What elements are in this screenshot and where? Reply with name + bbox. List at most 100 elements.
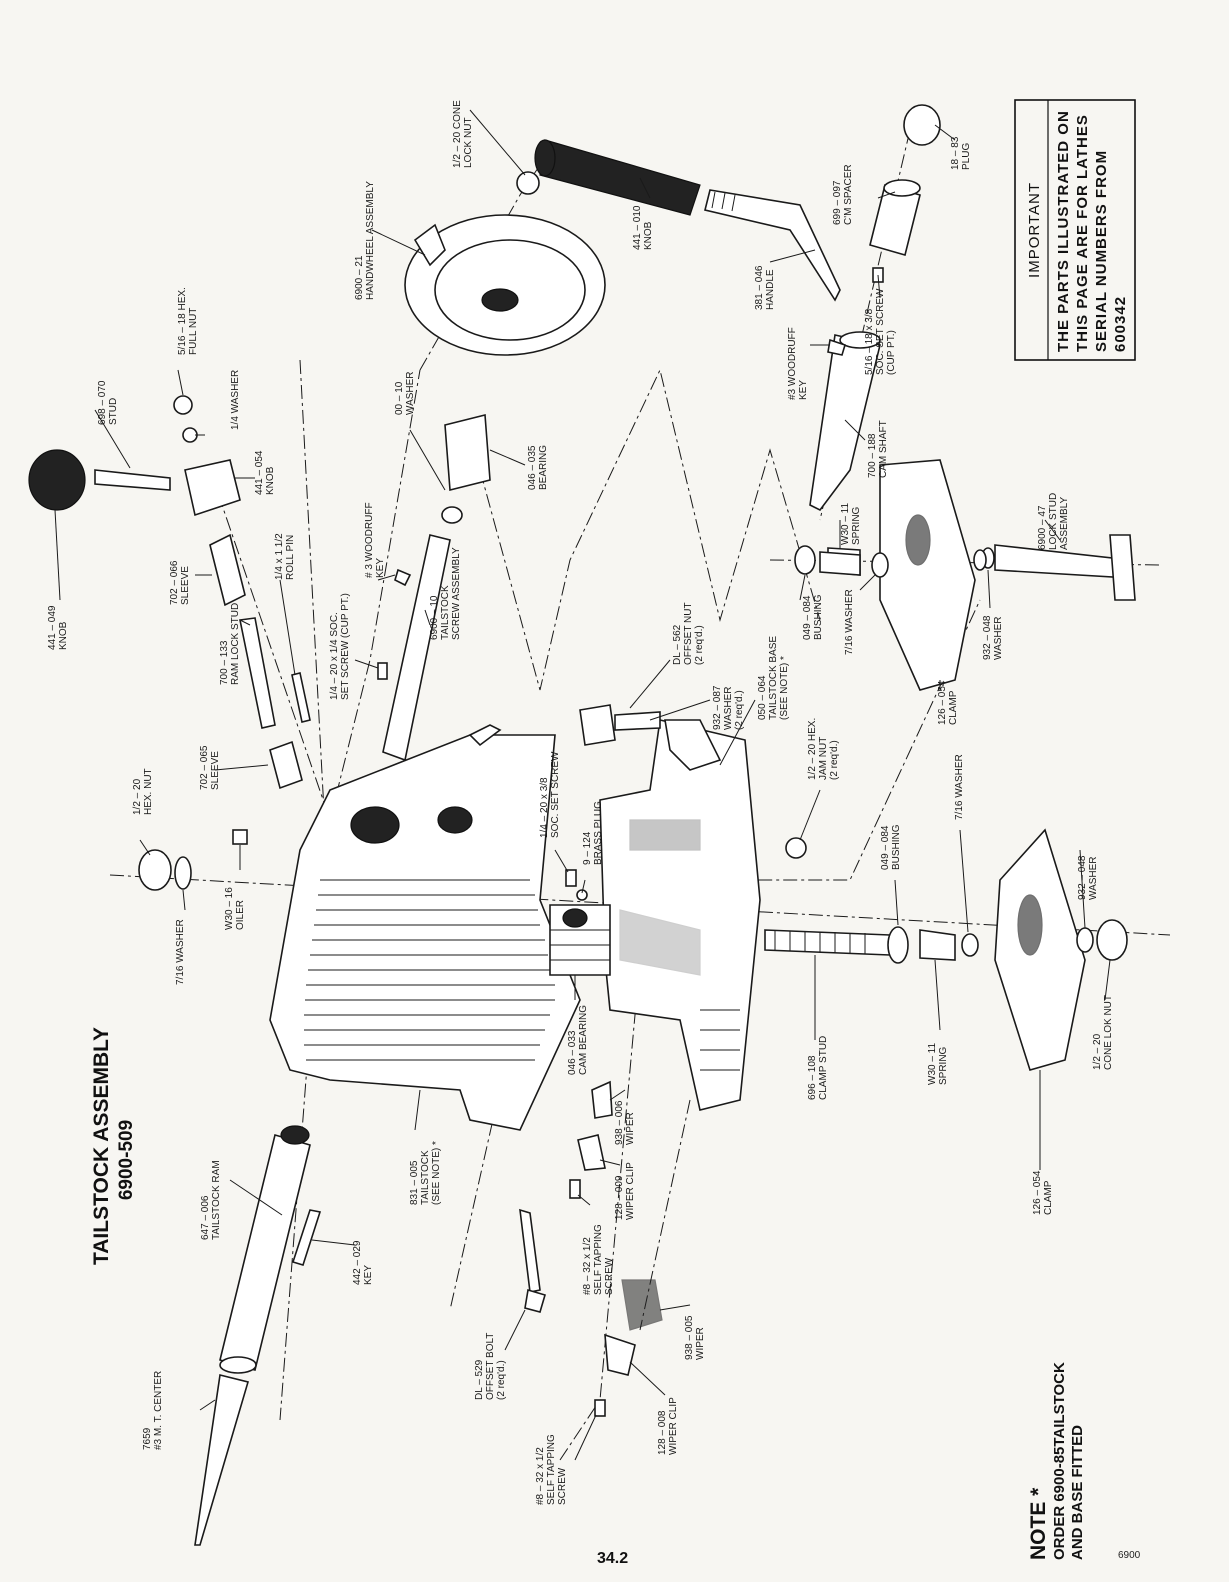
center-7659 (194, 1374, 250, 1546)
title-line-1: TAILSTOCK ASSEMBLY (90, 1027, 113, 1265)
callout-00-10: 00 – 10WASHER (394, 371, 416, 415)
sleeve-702-065 (269, 740, 303, 790)
callout-698-070: 698 – 070STUD (97, 380, 119, 425)
soc-set-screw-1-4-20 (565, 869, 577, 887)
important-line-4: 600342 (1112, 296, 1129, 352)
callout-381-046: 381 – 046HANDLE (754, 265, 776, 310)
callout-6900-21: 6900 – 21HANDWHEEL ASSEMBLY (354, 181, 376, 300)
key-442-029 (291, 1209, 322, 1266)
callout-9-124: 9 – 124BRASS PLUG (582, 801, 604, 865)
important-heading: IMPORTANT (1026, 182, 1043, 278)
callout-046-033: 046 – 033CAM BEARING (567, 1005, 589, 1075)
footer-code: 6900 (1118, 1550, 1141, 1561)
callout-126-054-upper: 126 – 054CLAMP (937, 680, 959, 725)
tailstock-ram-647-006 (219, 1125, 311, 1374)
jam-nut (785, 837, 807, 859)
oiler-w30-16 (232, 829, 248, 845)
callout-932-048-lower: 932 – 048WASHER (1077, 855, 1099, 900)
spring-w30-11-lower (919, 929, 956, 961)
clamp-126-054-lower (994, 828, 1086, 1071)
clamp-126-054-upper (879, 459, 976, 691)
callout-046-035: 046 – 035BEARING (527, 445, 549, 490)
callout-w30-16: W30 – 16OILER (224, 887, 246, 930)
callout-049-084-lower: 049 – 084BUSHING (880, 824, 902, 870)
callout-7-16-washer-c: 7/16 WASHER (175, 919, 186, 985)
sleeve-702-066 (209, 533, 246, 607)
callout-050-064: 050 – 064TAILSTOCK BASE(SEE NOTE) * (757, 636, 790, 720)
important-line-3: SERIAL NUMBERS FROM (1093, 150, 1110, 352)
woodruff-key-a (827, 338, 846, 356)
important-box-frame (1014, 99, 1136, 361)
callout-700-133: 700 – 133RAM LOCK STUD (219, 603, 241, 685)
page-number: 34.2 (597, 1550, 628, 1567)
callout-647-006: 647 – 006TAILSTOCK RAM (200, 1160, 222, 1240)
hex-nut-1-2-20 (138, 849, 172, 891)
knob-441-054 (184, 459, 241, 517)
note-line-1: ORDER 6900-85TAILSTOCK (1051, 1362, 1068, 1560)
offset-nut-stem (614, 711, 661, 731)
callout-831-005: 831 – 005TAILSTOCK(SEE NOTE) * (409, 1141, 442, 1205)
wiper-938-006 (591, 1080, 613, 1119)
brass-plug (576, 889, 588, 901)
callout-128-009: 128 – 009WIPER CLIP (614, 1162, 636, 1220)
leader-lines (54, 109, 1111, 1461)
important-line-1: THE PARTS ILLUSTRATED ON (1055, 110, 1072, 352)
cam-bearing-046-033 (549, 904, 611, 976)
tailstock-fins (304, 879, 555, 1061)
offset-bolt-dl-529 (519, 1208, 541, 1293)
callout-7-16-washer-b: 7/16 WASHER (954, 754, 965, 820)
callout-6900-10: 6900 – 10TAILSTOCKSCREW ASSEMBLY (429, 547, 462, 640)
cone-lock-nut (516, 171, 540, 195)
important-notice-box: IMPORTANT THE PARTS ILLUSTRATED ON THIS … (1014, 99, 1136, 361)
callout-699-097: 699 – 097C'M SPACER (832, 164, 854, 225)
callout-441-010: 441 – 010KNOB (632, 205, 654, 250)
cam-spacer-699-097 (869, 179, 921, 256)
wiper-clip-128-009 (577, 1134, 606, 1171)
callout-938-005: 938 – 005WIPER (684, 1315, 706, 1360)
callout-938-006: 938 – 006WIPER (614, 1100, 636, 1145)
washer-1-4 (182, 427, 198, 443)
callout-696-108: 696 – 108CLAMP STUD (807, 1036, 829, 1100)
tailstock-base-050-064 (599, 719, 761, 1111)
washer-932-048-lower (1076, 927, 1094, 953)
callout-1-4-set-screw: 1/4 – 20 x 1/4 SOC.SET SCREW (CUP PT.) (329, 593, 351, 700)
wiper-clip-128-008 (604, 1333, 636, 1376)
callout-1-4-washer: 1/4 WASHER (230, 370, 241, 430)
stud-698-070 (94, 469, 171, 491)
callout-932-048-upper: 932 – 048WASHER (982, 615, 1004, 660)
title-line-2: 6900-509 (116, 1120, 137, 1200)
woodruff-key-b (394, 568, 412, 587)
tailstock-screw-6900-10 (382, 534, 451, 762)
note-heading: NOTE * (1027, 1487, 1050, 1560)
callout-cone-lock-nut: 1/2 – 20 CONELOCK NUT (452, 100, 474, 168)
set-screw-1-4-20 (377, 662, 388, 680)
roll-pin (291, 672, 311, 723)
self-tapping-screw-a (569, 1179, 581, 1199)
callout-woodruff-key-a: #3 WOODRUFFKEY (787, 327, 809, 400)
bushing-049-084-lower (887, 926, 909, 964)
important-line-2: THIS PAGE ARE FOR LATHES (1074, 114, 1091, 352)
callout-441-054: 441 – 054KNOB (254, 450, 276, 495)
wiper-938-005 (621, 1279, 663, 1331)
washer-7-16-left (174, 856, 192, 890)
callout-18-83: 18 – 83PLUG (950, 136, 972, 170)
callout-8-32-b: #8 – 32 x 1/2SELF TAPPINGSCREW (535, 1434, 568, 1505)
callout-700-188: 700 – 188CAM SHAFT (867, 420, 889, 478)
callouts: 18 – 83PLUG 699 – 097C'M SPACER 441 – 01… (47, 100, 1114, 1505)
bearing-046-035 (444, 413, 491, 492)
callout-049-084-upper: 049 – 084BUSHING (802, 594, 824, 640)
note-line-2: AND BASE FITTED (1069, 1425, 1086, 1560)
callout-932-087: 932 – 087WASHER(2 req'd.) (712, 685, 745, 730)
callout-w30-11-lower: W30 – 11SPRING (927, 1043, 949, 1085)
callout-hex-nut: 1/2 – 20HEX. NUT (132, 768, 154, 815)
hex-full-nut (173, 395, 193, 415)
diagram-title: TAILSTOCK ASSEMBLY 6900-509 (90, 1027, 137, 1265)
plug-18-83 (903, 104, 941, 146)
callout-702-066: 702 – 066SLEEVE (169, 560, 191, 605)
callout-441-049: 441 – 049KNOB (47, 605, 69, 650)
knob-441-010 (534, 139, 701, 216)
callout-442-029: 442 – 029KEY (352, 1240, 374, 1285)
callout-8-32-a: #8 – 32 x 1/2SELF TAPPINGSCREW (582, 1224, 615, 1295)
